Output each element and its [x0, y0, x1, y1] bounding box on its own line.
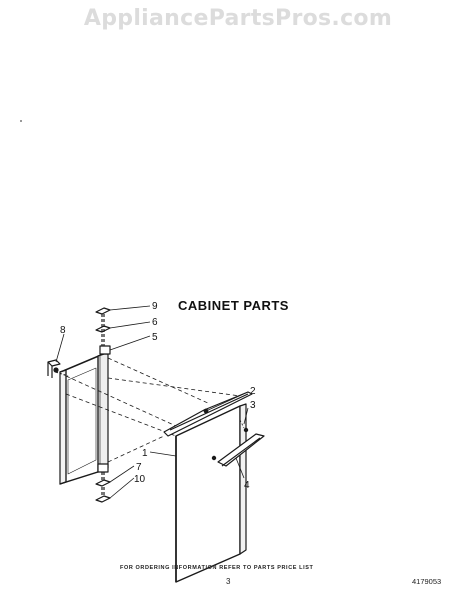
- explosion-guide-lines: [65, 357, 241, 463]
- hinge-pin-left: [47, 359, 69, 378]
- callout-labels: 9 6 5 8 2 3 4 1 7 10: [60, 301, 256, 491]
- callout-4: 4: [244, 480, 250, 491]
- section-title: CABINET PARTS: [178, 298, 289, 313]
- callout-8: 8: [60, 325, 66, 336]
- top-trim-strip: [163, 391, 253, 437]
- scan-speck: [20, 120, 22, 122]
- upper-bracket-assembly: [95, 307, 111, 355]
- callout-9: 9: [152, 301, 158, 312]
- page-number: 3: [226, 577, 231, 586]
- front-door-panel: [175, 403, 247, 583]
- lower-bracket-assembly: [95, 463, 111, 503]
- ordering-note: FOR ORDERING INFORMATION REFER TO PARTS …: [120, 565, 314, 571]
- watermark-logo: AppliancePartsPros.com: [83, 6, 393, 31]
- callout-10: 10: [134, 474, 146, 485]
- callout-3: 3: [250, 400, 256, 411]
- callout-5: 5: [152, 332, 158, 343]
- callout-6: 6: [152, 317, 158, 328]
- callout-leaders: [55, 305, 249, 499]
- callout-1: 1: [142, 448, 148, 459]
- door-handle: [211, 419, 265, 467]
- document-number: 4179053: [412, 577, 442, 586]
- callout-7: 7: [136, 462, 142, 473]
- callout-2: 2: [250, 386, 256, 397]
